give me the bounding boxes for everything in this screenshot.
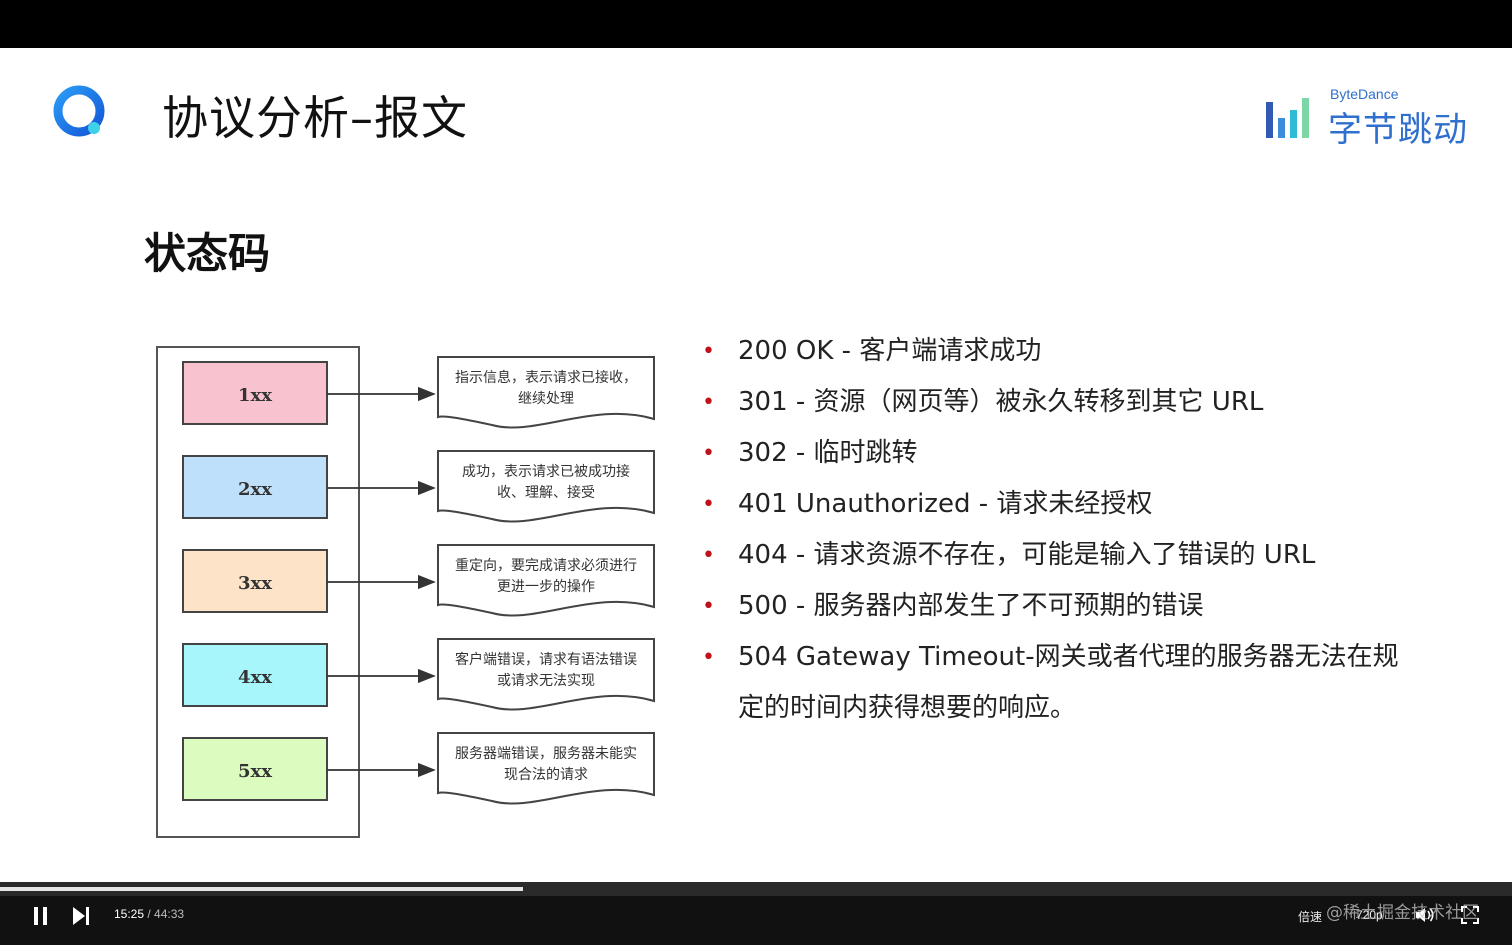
quality-button[interactable]: 720p: [1356, 908, 1383, 922]
desc-document-shape: [437, 638, 655, 711]
code-box: [182, 549, 328, 613]
code-label: 4xx: [238, 667, 272, 688]
desc-text: 客户端错误，请求有语法错误: [455, 651, 637, 668]
desc-text: 继续处理: [518, 390, 574, 407]
bullet-dot: •: [702, 390, 715, 415]
time-display: 15:25 / 44:33: [114, 907, 185, 921]
brand-en: ByteDance: [1330, 86, 1399, 102]
brand-zh: 字节跳动: [1328, 110, 1468, 150]
current-time: 15:25: [114, 907, 145, 921]
speed-button[interactable]: 倍速: [1298, 910, 1323, 924]
desc-text: 收、理解、接受: [497, 484, 595, 501]
code-box: [182, 455, 328, 519]
code-label: 3xx: [238, 573, 272, 594]
code-box: [182, 643, 328, 707]
next-icon[interactable]: [70, 905, 92, 927]
bullet-dot: •: [702, 441, 715, 466]
bullet-dot: •: [702, 645, 715, 670]
slide: 协议分析–报文 ByteDance 字节跳动 状态码 1xx 指示信息，表示请求已…: [0, 48, 1512, 882]
desc-text: 指示信息，表示请求已接收，: [455, 369, 637, 386]
slide-title: 协议分析–报文: [162, 91, 468, 145]
code-box: [182, 361, 328, 425]
bullet-dot: •: [702, 339, 715, 364]
bullet-dot: •: [702, 492, 715, 517]
item-text-continued: 定的时间内获得想要的响应。: [738, 693, 1077, 723]
desc-text: 更进一步的操作: [497, 579, 595, 595]
status-row-1xx: 1xx 指示信息，表示请求已接收， 继续处理: [182, 356, 655, 429]
status-code-item: • 401 Unauthorized - 请求未经授权: [700, 479, 1460, 530]
duration: 44:33: [154, 907, 185, 921]
code-label: 5xx: [238, 761, 272, 782]
code-label: 2xx: [238, 479, 272, 500]
item-text: 302 - 临时跳转: [738, 438, 918, 468]
progress-fill: [0, 887, 524, 891]
bullet-dot: •: [702, 543, 715, 568]
status-code-diagram: 1xx 指示信息，表示请求已接收， 继续处理 2xx 成功，表示请求已被成功接收、理解、…: [156, 346, 655, 838]
status-code-item: • 301 - 资源（网页等）被永久转移到其它 URL: [700, 377, 1460, 428]
bullet-dot: •: [702, 594, 715, 619]
status-code-item: • 504 Gateway Timeout-网关或者代理的服务器无法在规定的时间内…: [700, 632, 1460, 734]
desc-text: 服务器端错误，服务器未能实: [455, 746, 637, 762]
bytedance-logo: ByteDance 字节跳动: [1264, 86, 1474, 150]
desc-text: 现合法的请求: [504, 767, 588, 783]
item-text: 301 - 资源（网页等）被永久转移到其它 URL: [738, 387, 1264, 417]
desc-document-shape: [437, 732, 655, 805]
desc-text: 重定向，要完成请求必须进行: [455, 558, 637, 574]
section-heading: 状态码: [144, 229, 271, 278]
item-text: 401 Unauthorized - 请求未经授权: [738, 489, 1153, 519]
volume-icon[interactable]: [1414, 904, 1436, 926]
player-controls: 15:25 / 44:33 倍速 720p: [0, 896, 1512, 945]
desc-document-shape: [437, 356, 655, 429]
status-code-item: • 200 OK - 客户端请求成功: [700, 326, 1460, 377]
desc-text: 成功，表示请求已被成功接: [462, 463, 630, 480]
status-code-item: • 500 - 服务器内部发生了不可预期的错误: [700, 581, 1460, 632]
app-logo-icon: [53, 85, 105, 137]
code-box: [182, 737, 328, 801]
status-code-item: • 302 - 临时跳转: [700, 428, 1460, 479]
item-text: 500 - 服务器内部发生了不可预期的错误: [738, 591, 1204, 621]
watermark: @稀土掘金技术社区: [1326, 903, 1479, 923]
status-code-item: • 404 - 请求资源不存在，可能是输入了错误的 URL: [700, 530, 1460, 581]
desc-document-shape: [437, 450, 655, 523]
item-text: 504 Gateway Timeout-网关或者代理的服务器无法在规: [738, 642, 1399, 672]
pause-icon[interactable]: [32, 905, 50, 927]
progress-bar[interactable]: [0, 882, 1512, 896]
status-code-list: • 200 OK - 客户端请求成功 • 301 - 资源（网页等）被永久转移到其它 …: [700, 326, 1460, 734]
item-text: 200 OK - 客户端请求成功: [738, 336, 1042, 366]
fullscreen-icon[interactable]: [1460, 904, 1480, 926]
desc-text: 或请求无法实现: [497, 673, 595, 689]
code-label: 1xx: [238, 385, 272, 406]
bytedance-bars-icon: [1266, 98, 1309, 138]
item-text: 404 - 请求资源不存在，可能是输入了错误的 URL: [738, 540, 1316, 570]
desc-document-shape: [437, 544, 655, 617]
